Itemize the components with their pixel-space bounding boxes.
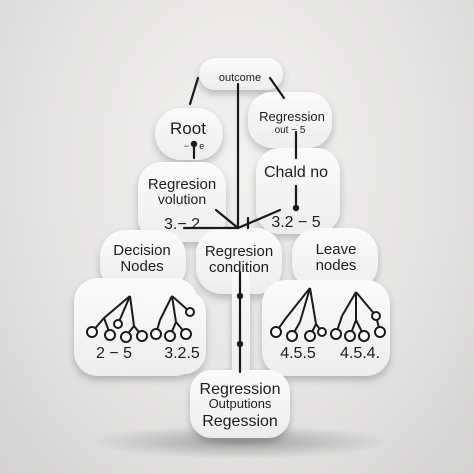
regression-top-sub: out − 5 (275, 125, 306, 136)
root-node-sub: − − e (184, 141, 205, 151)
root-node-title: Root (170, 119, 206, 138)
mini-tree-right-2 (330, 291, 386, 342)
arrowheads (190, 140, 300, 348)
output-line-1: Regression (200, 381, 281, 398)
mini-tree-left-2 (150, 295, 195, 342)
decision-nodes-sub: Nodes (120, 258, 163, 275)
regression-top-title: Regression (259, 109, 325, 124)
leaf-nodes-sub: nodes (316, 257, 357, 274)
output-line-3: Regession (202, 413, 278, 430)
leaf-nodes-title: Leave (316, 241, 357, 258)
regression-condition-sub: condition (209, 259, 269, 276)
tree-connectors (182, 76, 298, 374)
sticker-body (74, 58, 390, 438)
top-node-label: outcome (219, 72, 261, 84)
leaf-value-1: 2 − 5 (96, 345, 132, 362)
child-node-value: 3.2 − 5 (271, 214, 320, 231)
regression-condition-title: Regresion (205, 243, 273, 260)
regression-volution-sub: volution (158, 191, 206, 207)
child-node-title: Chald no (264, 164, 328, 181)
mini-tree-right-1 (270, 287, 327, 342)
regression-volution-value: 3.− 2 (164, 216, 200, 233)
output-line-2: Outputions (209, 396, 272, 411)
leaf-value-4: 4.5.4. (340, 345, 380, 362)
mini-tree-left-1 (86, 295, 148, 343)
regression-volution-title: Regresion (148, 176, 216, 193)
leaf-value-2: 3.2.5 (164, 345, 200, 362)
decision-nodes-title: Decision (113, 242, 171, 259)
leaf-value-3: 4.5.5 (280, 345, 316, 362)
